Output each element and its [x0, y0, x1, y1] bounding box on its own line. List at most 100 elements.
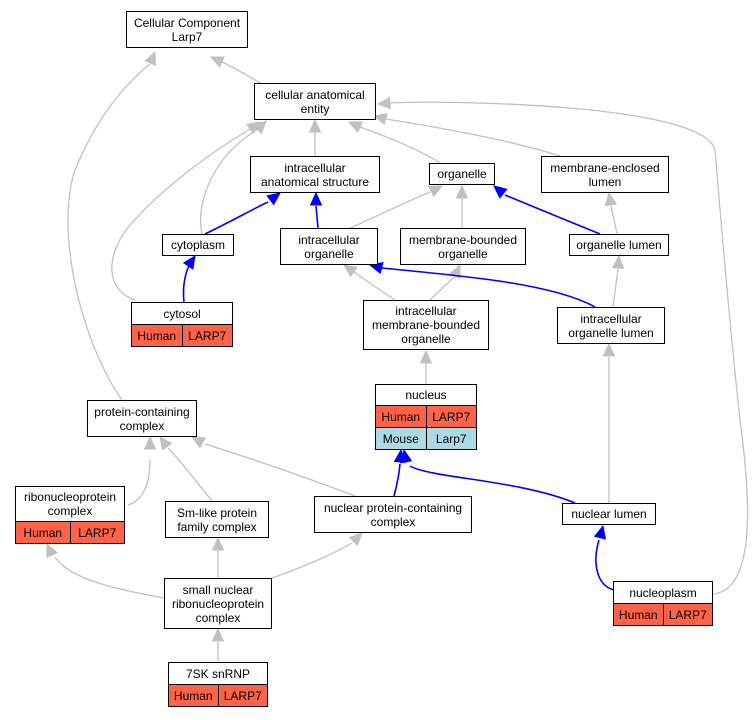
edge-line [359, 126, 441, 164]
node-title: intracellular anatomical structure [260, 160, 370, 189]
edge-small-nuclear-ribonucleoprotein-complex-to-sm-like-protein-family-complex [211, 536, 225, 578]
edge-arrowhead [190, 436, 206, 449]
edge-arrowhead [393, 448, 407, 463]
node-title: nucleoplasm [629, 585, 697, 600]
species-cell: Human [173, 688, 213, 703]
node-title: 7SK snRNP [185, 666, 251, 681]
go-term-node-nuclear-lumen[interactable]: nuclear lumen [562, 503, 656, 525]
edge-line [182, 261, 192, 303]
edge-arrowhead [143, 435, 157, 450]
go-term-node-organelle-lumen[interactable]: organelle lumen [569, 234, 669, 256]
edge-line [167, 447, 213, 502]
gene-cell: LARP7 [181, 325, 233, 346]
gene-cell: LARP7 [217, 685, 268, 706]
go-term-node-intracellular-organelle-lumen[interactable]: intracellular organelle lumen [557, 307, 665, 344]
edge-intracellular-organelle-lumen-to-organelle-lumen [611, 254, 625, 308]
node-title: intracellular organelle lumen [568, 311, 654, 340]
edge-arrowhead [308, 118, 322, 133]
go-term-node-small-nuclear-ribonucleoprotein-complex[interactable]: small nuclear ribonucleoprotein complex [164, 578, 272, 629]
annotation-row-mouse: Mouse Larp7 [376, 427, 476, 449]
edge-protein-containing-complex-to-cellular-component [67, 50, 156, 401]
species-cell: Mouse [382, 431, 419, 446]
node-title: Cellular Component Larp7 [133, 15, 241, 44]
edge-small-nuclear-ribonucleoprotein-complex-to-nuclear-protein-containing-complex [271, 532, 363, 579]
edge-line [315, 205, 319, 229]
node-title: nuclear lumen [571, 507, 647, 521]
edge-intracellular-anatomical-structure-to-cellular-anatomical-entity [308, 118, 322, 156]
edge-arrowhead [611, 254, 625, 269]
edge-membrane-enclosed-lumen-to-cellular-anatomical-entity [372, 112, 561, 157]
go-term-node-nuclear-protein-containing-complex[interactable]: nuclear protein-containing complex [314, 496, 472, 533]
node-title: ribonucleoprotein complex [23, 490, 117, 518]
go-term-node-intracellular-membrane-bounded-organelle[interactable]: intracellular membrane-bounded organelle [363, 300, 489, 350]
edge-small-nuclear-ribonucleoprotein-complex-to-ribonucleoprotein-complex [46, 542, 165, 599]
go-term-node-cytoplasm[interactable]: cytoplasm [162, 234, 234, 256]
go-term-node-membrane-enclosed-lumen[interactable]: membrane-enclosed lumen [541, 156, 669, 193]
gene-cell: Larp7 [425, 428, 477, 449]
edge-line [221, 61, 263, 85]
edge-line [204, 443, 356, 497]
edge-nuclear-protein-containing-complex-to-protein-containing-complex [190, 436, 356, 497]
edge-arrowhead [266, 192, 281, 206]
edge-line [349, 191, 431, 229]
edge-nucleoplasm-to-cellular-anatomical-entity [376, 96, 749, 595]
edge-arrowhead [604, 191, 618, 207]
edge-arrowhead [372, 112, 388, 126]
edge-cytoplasm-to-intracellular-anatomical-structure [204, 192, 281, 235]
node-title: intracellular membrane-bounded organelle [371, 304, 481, 346]
node-title: nuclear protein-containing complex [323, 500, 463, 529]
edge-nuclear-lumen-to-intracellular-organelle-lumen [602, 342, 616, 503]
node-title: Sm-like protein family complex [176, 505, 258, 534]
edge-line [595, 539, 615, 591]
edge-arrowhead [159, 436, 173, 451]
edge-line [54, 556, 165, 599]
go-term-node-cellular-component[interactable]: Cellular Component Larp7 [126, 11, 248, 48]
edge-arrowhead [376, 96, 391, 110]
edge-arrowhead [343, 264, 358, 278]
edge-line [271, 542, 353, 579]
edge-arrowhead [593, 524, 607, 540]
edge-arrowhead [493, 185, 508, 199]
go-term-node-7sk-snrnp[interactable]: 7SK snRNP Human LARP7 [168, 662, 268, 707]
node-title: cytoplasm [170, 238, 226, 252]
edge-arrowhead [209, 56, 225, 68]
edge-arrowhead [428, 185, 444, 198]
edge-arrowhead [211, 536, 225, 551]
node-title: organelle [437, 167, 487, 181]
edge-arrowhead [182, 255, 196, 270]
node-title: membrane-enclosed lumen [550, 160, 660, 189]
go-term-node-intracellular-anatomical-structure[interactable]: intracellular anatomical structure [250, 156, 380, 193]
node-title: membrane-bounded organelle [408, 232, 518, 261]
edge-sm-like-protein-family-complex-to-protein-containing-complex [159, 436, 213, 502]
edge-intracellular-membrane-bounded-organelle-to-intracellular-organelle [343, 264, 396, 301]
go-term-node-membrane-bounded-organelle[interactable]: membrane-bounded organelle [400, 228, 526, 265]
edge-line [204, 201, 269, 235]
edge-arrowhead [246, 121, 261, 135]
go-term-node-sm-like-protein-family-complex[interactable]: Sm-like protein family complex [165, 501, 269, 538]
node-title: organelle lumen [576, 238, 662, 252]
edge-organelle-lumen-to-organelle [493, 185, 601, 235]
node-title: protein-containing complex [94, 404, 190, 433]
go-term-node-protein-containing-complex[interactable]: protein-containing complex [87, 400, 197, 437]
edge-line [385, 118, 561, 157]
edge-line [111, 128, 251, 301]
edge-line [393, 463, 401, 497]
edge-organelle-lumen-to-membrane-enclosed-lumen [604, 191, 618, 235]
go-term-node-organelle[interactable]: organelle [429, 163, 495, 185]
gene-cell: LARP7 [69, 522, 125, 543]
go-term-node-cellular-anatomical-entity[interactable]: cellular anatomical entity [254, 83, 376, 120]
edge-arrowhead [144, 50, 156, 66]
edge-intracellular-organelle-to-organelle [349, 185, 444, 229]
go-term-node-intracellular-organelle[interactable]: intracellular organelle [280, 228, 378, 265]
edge-line [429, 275, 456, 301]
